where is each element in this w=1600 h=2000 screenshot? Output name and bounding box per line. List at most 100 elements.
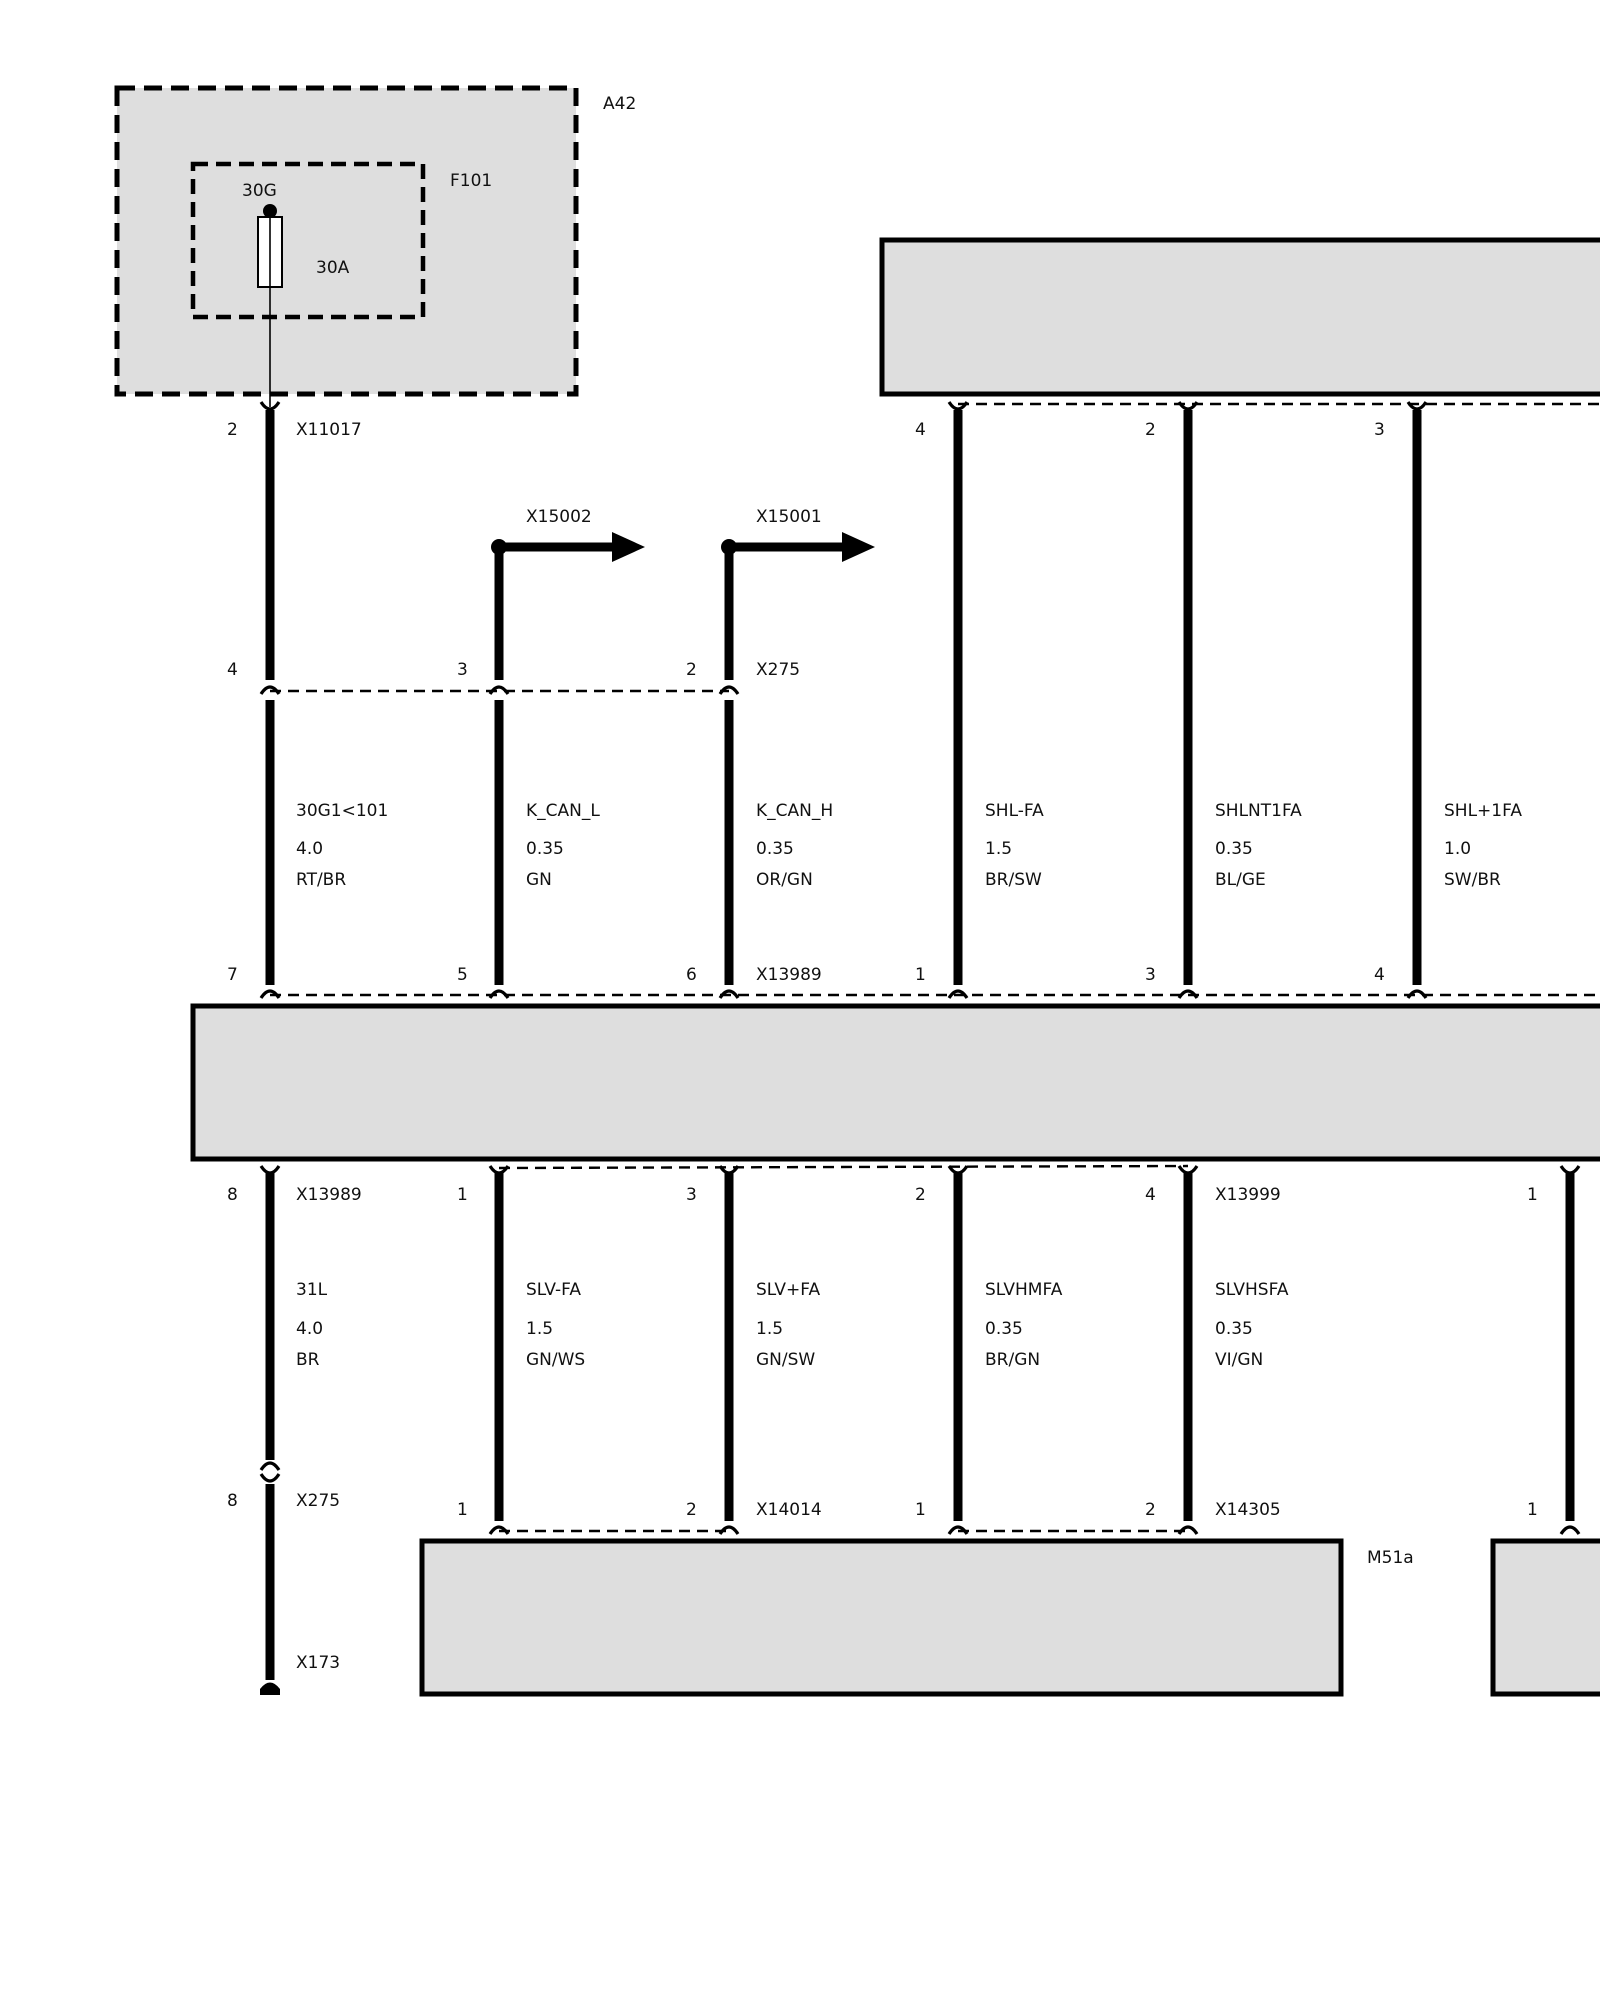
- top-shl-pin-terminal: [947, 401, 969, 411]
- middle-control-unit-box: [190, 1003, 1600, 1162]
- x173-ground-terminal: [260, 1682, 280, 1695]
- wire-size-label: 0.35: [1215, 839, 1253, 859]
- x13989-top-pin-terminal: [718, 989, 740, 999]
- x13989-top-pin-terminal: [1406, 989, 1428, 999]
- wire-name-label: SHLNT1FA: [1215, 801, 1302, 821]
- wire-color-label: OR/GN: [756, 870, 813, 890]
- x11017-pin-terminal: [259, 401, 281, 411]
- x14305-pin-terminal: [947, 1525, 969, 1535]
- wire-color-label: GN/SW: [756, 1350, 815, 1370]
- x13989-top-pin-terminal: [947, 989, 969, 999]
- wire-size-label: 4.0: [296, 839, 323, 859]
- pin-number: 1: [1527, 1500, 1538, 1520]
- x13999-pin-terminal: [1559, 1165, 1581, 1175]
- wire-color-label: RT/BR: [296, 870, 346, 890]
- pin-number: 4: [1374, 965, 1385, 985]
- x13989-bottom-pin-terminal: [259, 1165, 281, 1175]
- wire-name-label: K_CAN_L: [526, 801, 600, 821]
- top-right-module-box: [879, 237, 1600, 397]
- x275-bottom-pin-terminal: [259, 1473, 281, 1483]
- fuse-terminal-dot: [263, 204, 277, 218]
- pin-number: 1: [457, 1185, 468, 1205]
- a42-label: A42: [603, 94, 636, 114]
- pin-number: 2: [1145, 420, 1156, 440]
- a42-component-box: [114, 85, 579, 397]
- wire-size-label: 0.35: [756, 839, 794, 859]
- pin-number: 2: [1145, 1500, 1156, 1520]
- m51a-module-box: [419, 1538, 1344, 1697]
- pin-number: 4: [1145, 1185, 1156, 1205]
- wire-name-label: SHL+1FA: [1444, 801, 1522, 821]
- bottom-right-module-box: [1490, 1538, 1600, 1697]
- x13989-top-pin-terminal: [259, 989, 281, 999]
- wire-name-label: SLVHSFA: [1215, 1280, 1289, 1300]
- x275-top-pin-terminal: [259, 685, 281, 695]
- m51a-label: M51a: [1367, 1548, 1414, 1568]
- pin-number: 8: [227, 1185, 238, 1205]
- x275-bottom-label: X275: [296, 1491, 340, 1511]
- wire-size-label: 0.35: [985, 1319, 1023, 1339]
- x14014-label: X14014: [756, 1500, 822, 1520]
- pin-number: 1: [915, 1500, 926, 1520]
- wire-size-label: 1.5: [985, 839, 1012, 859]
- pin-number: 3: [1374, 420, 1385, 440]
- x13999-pin-terminal: [947, 1165, 969, 1175]
- wire-name-label: SLVHMFA: [985, 1280, 1063, 1300]
- x275-top-label: X275: [756, 660, 800, 680]
- wire-color-label: BR: [296, 1350, 320, 1370]
- pin-number: 2: [686, 1500, 697, 1520]
- pin-number: 4: [227, 660, 238, 680]
- x13999-pin-terminal: [718, 1165, 740, 1175]
- x173-label: X173: [296, 1653, 340, 1673]
- pin-number: 3: [686, 1185, 697, 1205]
- pin-number: 3: [1145, 965, 1156, 985]
- fuse-terminal-label: 30G: [242, 181, 277, 201]
- x13989-top-pin-terminal: [1177, 989, 1199, 999]
- wire-color-label: SW/BR: [1444, 870, 1501, 890]
- x15002-label: X15002: [526, 507, 592, 527]
- pin-number: 2: [686, 660, 697, 680]
- pin-number: 6: [686, 965, 697, 985]
- wire-size-label: 4.0: [296, 1319, 323, 1339]
- wire-size-label: 1.5: [756, 1319, 783, 1339]
- wire-color-label: BR/SW: [985, 870, 1042, 890]
- top-shl-pin-terminal: [1406, 401, 1428, 411]
- x14014-pin-terminal: [718, 1525, 740, 1535]
- x13999-label: X13999: [1215, 1185, 1281, 1205]
- pin-number: 2: [227, 420, 238, 440]
- x14305-label: X14305: [1215, 1500, 1281, 1520]
- wire-size-label: 0.35: [1215, 1319, 1253, 1339]
- x15001-label: X15001: [756, 507, 822, 527]
- pin-number: 8: [227, 1491, 238, 1511]
- f101-label: F101: [450, 171, 492, 191]
- x13999-pin-terminal: [488, 1165, 510, 1175]
- wire-size-label: 0.35: [526, 839, 564, 859]
- wire-name-label: SHL-FA: [985, 801, 1044, 821]
- wire-color-label: BR/GN: [985, 1350, 1040, 1370]
- x14305-pin-terminal: [1177, 1525, 1199, 1535]
- pin-number: 1: [457, 1500, 468, 1520]
- x275-top-pin-terminal: [488, 685, 510, 695]
- wire-name-label: SLV-FA: [526, 1280, 581, 1300]
- pin-number: 3: [457, 660, 468, 680]
- wire-color-label: BL/GE: [1215, 870, 1266, 890]
- x275-bottom-pin-terminal: [259, 1461, 281, 1471]
- wire-color-label: GN: [526, 870, 552, 890]
- pin-number: 5: [457, 965, 468, 985]
- wire-size-label: 1.5: [526, 1319, 553, 1339]
- x15002-arrow-head: [612, 532, 645, 562]
- wire-name-label: 30G1<101: [296, 801, 388, 821]
- pin-number: 1: [915, 965, 926, 985]
- wire-name-label: SLV+FA: [756, 1280, 820, 1300]
- x11017-label: X11017: [296, 420, 362, 440]
- wire-name-label: 31L: [296, 1280, 328, 1300]
- pin-number: 7: [227, 965, 238, 985]
- x13999-pin-terminal: [1177, 1165, 1199, 1175]
- wire-size-label: 1.0: [1444, 839, 1471, 859]
- wire-name-label: K_CAN_H: [756, 801, 833, 821]
- x13989-top-pin-terminal: [488, 989, 510, 999]
- pin-number: 1: [1527, 1185, 1538, 1205]
- pin-number: 4: [915, 420, 926, 440]
- wire-color-label: GN/WS: [526, 1350, 585, 1370]
